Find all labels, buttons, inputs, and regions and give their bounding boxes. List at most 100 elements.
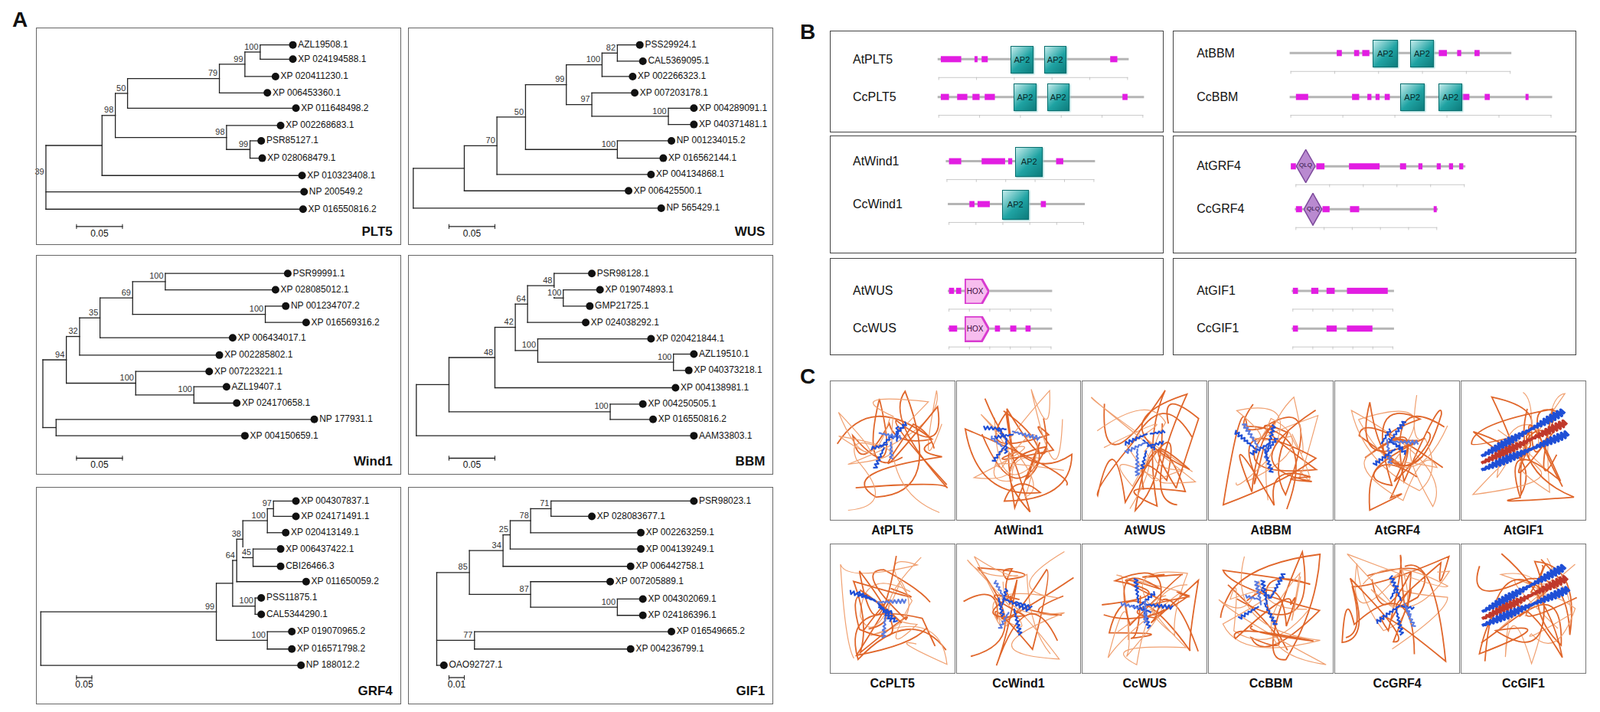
low-complexity-segment [1474, 49, 1480, 56]
low-complexity-segment [1433, 205, 1437, 213]
tree-branch [591, 115, 669, 117]
structure-panel: CcGIF1 [1460, 543, 1587, 673]
alpha-helix [1260, 580, 1268, 605]
low-complexity-segment [1056, 158, 1064, 165]
bootstrap-value: 38 [231, 528, 242, 539]
tree-branch [260, 58, 294, 60]
tree-branch [551, 500, 695, 502]
tree-branch [265, 322, 307, 324]
protein-name: AtGIF1 [1196, 284, 1236, 298]
axis-tick [975, 222, 977, 226]
tree-branch [494, 387, 676, 389]
length-axis [1290, 71, 1511, 72]
alpha-helix [1482, 565, 1566, 613]
axis-tick [989, 346, 990, 350]
pentagon-outline [964, 278, 989, 304]
axis-tick [1051, 77, 1053, 80]
tree-branch [601, 52, 618, 54]
coil-loop [853, 569, 931, 653]
tree-branch [40, 664, 301, 666]
alpha-helix [1481, 409, 1565, 457]
tree-branch [537, 338, 651, 340]
tree-branch [79, 317, 101, 319]
axis-tick [969, 346, 970, 350]
tree-name: WUS [734, 225, 766, 240]
tree-branch [100, 337, 233, 339]
alpha-helix [1372, 448, 1396, 465]
alpha-helix [1265, 438, 1278, 454]
scale-tick [75, 224, 77, 229]
accession-label: NP 565429.1 [666, 202, 720, 213]
leaf-dot [241, 431, 249, 440]
tree-branch [40, 611, 42, 666]
alpha-helix [998, 611, 1009, 628]
bootstrap-value: 97 [580, 94, 592, 104]
leaf-dot [689, 431, 698, 440]
accession-label: AZL19407.1 [231, 382, 282, 392]
tree-branch [509, 548, 641, 549]
alpha-helix [877, 602, 892, 622]
leaf-dot [277, 121, 285, 130]
tree-branch [42, 359, 67, 360]
axis-tick [1380, 227, 1382, 230]
alpha-helix [1264, 448, 1274, 472]
ap2-domain: AP2 [1010, 45, 1035, 74]
length-axis [1296, 227, 1437, 229]
low-complexity-segment [981, 55, 988, 63]
structure-name: AtPLT5 [830, 523, 955, 538]
alpha-helix [1271, 574, 1287, 598]
axis-tick [1372, 309, 1374, 312]
alpha-helix [1250, 442, 1271, 455]
scale-bar [448, 225, 495, 227]
coil-loop [1103, 390, 1186, 511]
domain-name: HOX [966, 324, 984, 334]
tree-branch [216, 582, 233, 584]
tree-branch [530, 532, 641, 533]
leaf-dot [636, 545, 645, 553]
tree-branch [100, 297, 134, 299]
low-complexity-segment [1326, 287, 1336, 294]
axis-tick [1323, 227, 1325, 230]
domain-panel: AtGRF4CcGRF4QLQQLQ [1172, 135, 1578, 253]
tree-branch [42, 359, 43, 428]
tree-branch [253, 565, 281, 567]
accession-label: CBI26466.3 [285, 561, 334, 572]
alpha-helix [1014, 608, 1023, 636]
axis-tick [1002, 222, 1003, 226]
scale-tick [448, 456, 450, 461]
tree-branch [530, 581, 611, 582]
accession-label: XP 004139249.1 [646, 544, 715, 555]
tree-branch [566, 64, 603, 66]
bootstrap-value: 34 [491, 540, 503, 550]
accession-label: XP 028085012.1 [280, 284, 350, 295]
tree-branch [469, 594, 531, 595]
coil-loop [1107, 574, 1182, 658]
protein-structure [1091, 390, 1199, 511]
axis-tick [1019, 115, 1021, 118]
homeobox-domain: HOX [964, 316, 990, 342]
leaf-dot [271, 72, 280, 81]
bootstrap-value: 45 [241, 547, 252, 557]
axis-tick [1292, 346, 1294, 350]
ap2-domain: AP2 [1047, 83, 1070, 112]
ap2-domain: AP2 [1015, 146, 1043, 177]
alpha-helix [983, 425, 1007, 430]
tree-branch [554, 273, 592, 275]
leaf-dot [685, 366, 693, 375]
axis-tick [1394, 115, 1396, 118]
low-complexity-segment [1484, 94, 1490, 101]
panel-letter: A [12, 8, 28, 33]
leaf-dot [596, 286, 605, 294]
diamond-outline [1304, 192, 1323, 226]
structure-name: AtWUS [1082, 523, 1207, 538]
accession-label: XP 011648498.2 [300, 103, 369, 114]
accession-label: PSS11875.1 [266, 592, 318, 603]
structure-panel: CcGRF4 [1334, 543, 1460, 673]
alpha-helix [1133, 578, 1139, 604]
leaf-dot [689, 120, 698, 129]
scale-tick [121, 224, 123, 229]
accession-label: XP 024186396.1 [647, 610, 716, 621]
leaf-dot [298, 171, 307, 180]
bootstrap-value: 97 [261, 498, 273, 508]
axis-tick [1295, 184, 1297, 187]
